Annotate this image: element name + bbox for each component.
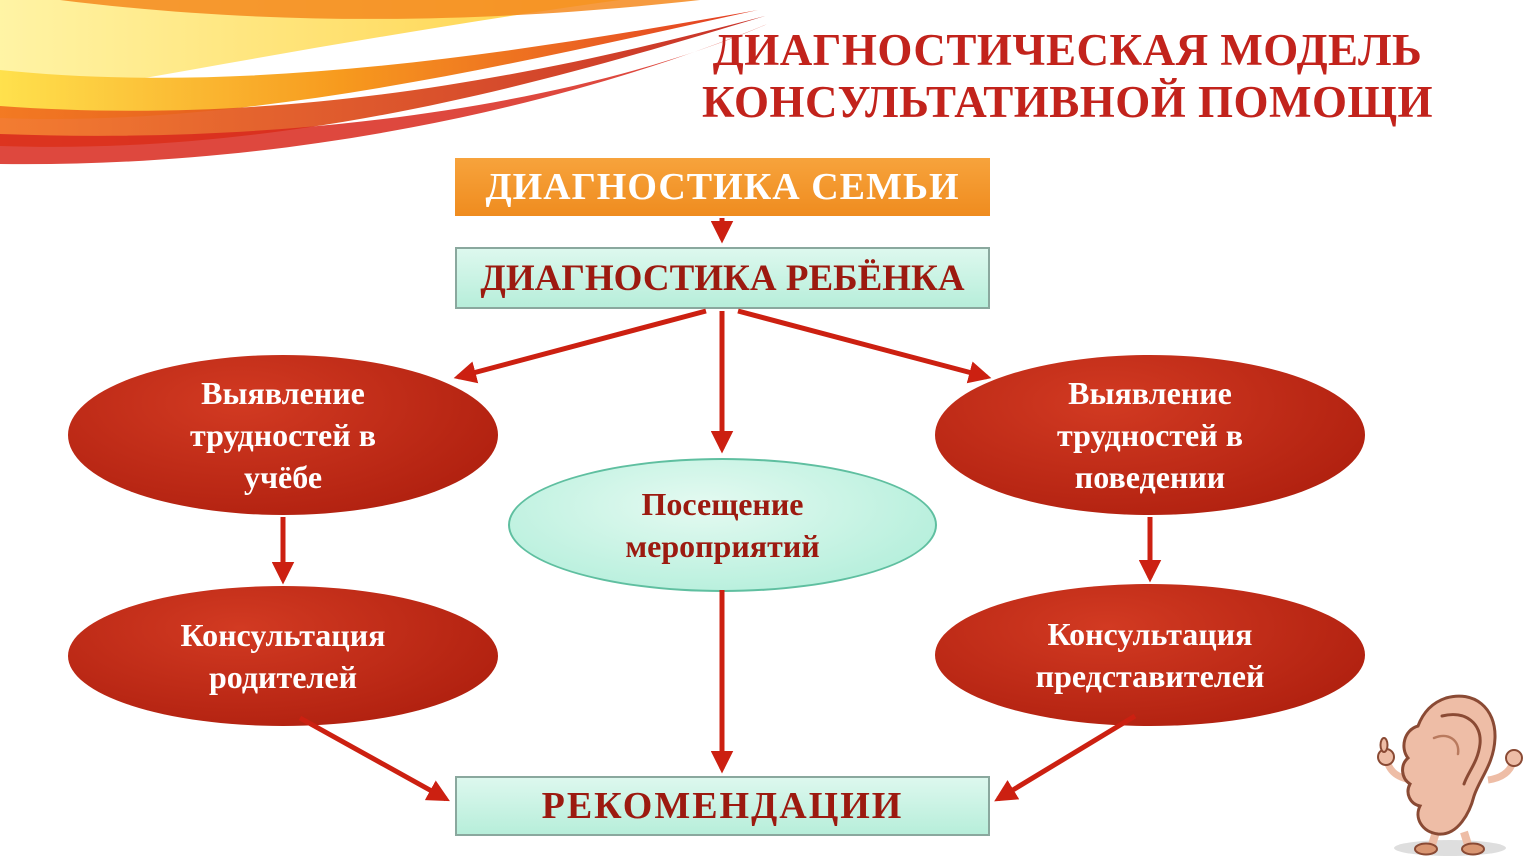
node-consult-parents-label: Консультация родителей bbox=[180, 616, 386, 695]
node-child-diagnostics: ДИАГНОСТИКА РЕБЁНКА bbox=[455, 247, 990, 309]
arrow-child-to-behavior bbox=[737, 308, 992, 384]
slide-title: ДИАГНОСТИЧЕСКАЯ МОДЕЛЬ КОНСУЛЬТАТИВНОЙ П… bbox=[615, 24, 1520, 128]
node-recommendations-label: РЕКОМЕНДАЦИИ bbox=[541, 785, 904, 827]
arrow-child-to-study bbox=[453, 308, 707, 384]
node-event-attendance-label: Посещение мероприятий bbox=[625, 485, 820, 564]
slide-title-line1: ДИАГНОСТИЧЕСКАЯ МОДЕЛЬ bbox=[712, 25, 1423, 75]
node-consult-parents: Консультация родителей bbox=[68, 586, 498, 726]
ear-mascot-icon bbox=[1377, 694, 1523, 856]
node-child-diagnostics-label: ДИАГНОСТИКА РЕБЁНКА bbox=[480, 257, 965, 299]
node-event-attendance: Посещение мероприятий bbox=[508, 458, 937, 592]
node-difficulties-study: Выявление трудностей в учёбе bbox=[68, 355, 498, 515]
node-difficulties-behavior: Выявление трудностей в поведении bbox=[935, 355, 1365, 515]
arrow-representatives-to-recommendations bbox=[994, 713, 1137, 802]
arrow-parents-to-recommendations bbox=[298, 715, 450, 802]
node-recommendations: РЕКОМЕНДАЦИИ bbox=[455, 776, 990, 836]
node-difficulties-behavior-label: Выявление трудностей в поведении bbox=[1057, 374, 1243, 496]
node-consult-representatives: Консультация представителей bbox=[935, 584, 1365, 726]
node-family-diagnostics: ДИАГНОСТИКА СЕМЬИ bbox=[455, 158, 990, 216]
slide-title-line2: КОНСУЛЬТАТИВНОЙ ПОМОЩИ bbox=[702, 77, 1433, 128]
node-difficulties-study-label: Выявление трудностей в учёбе bbox=[190, 374, 376, 496]
node-family-diagnostics-label: ДИАГНОСТИКА СЕМЬИ bbox=[485, 166, 960, 208]
node-consult-representatives-label: Консультация представителей bbox=[1035, 615, 1265, 694]
